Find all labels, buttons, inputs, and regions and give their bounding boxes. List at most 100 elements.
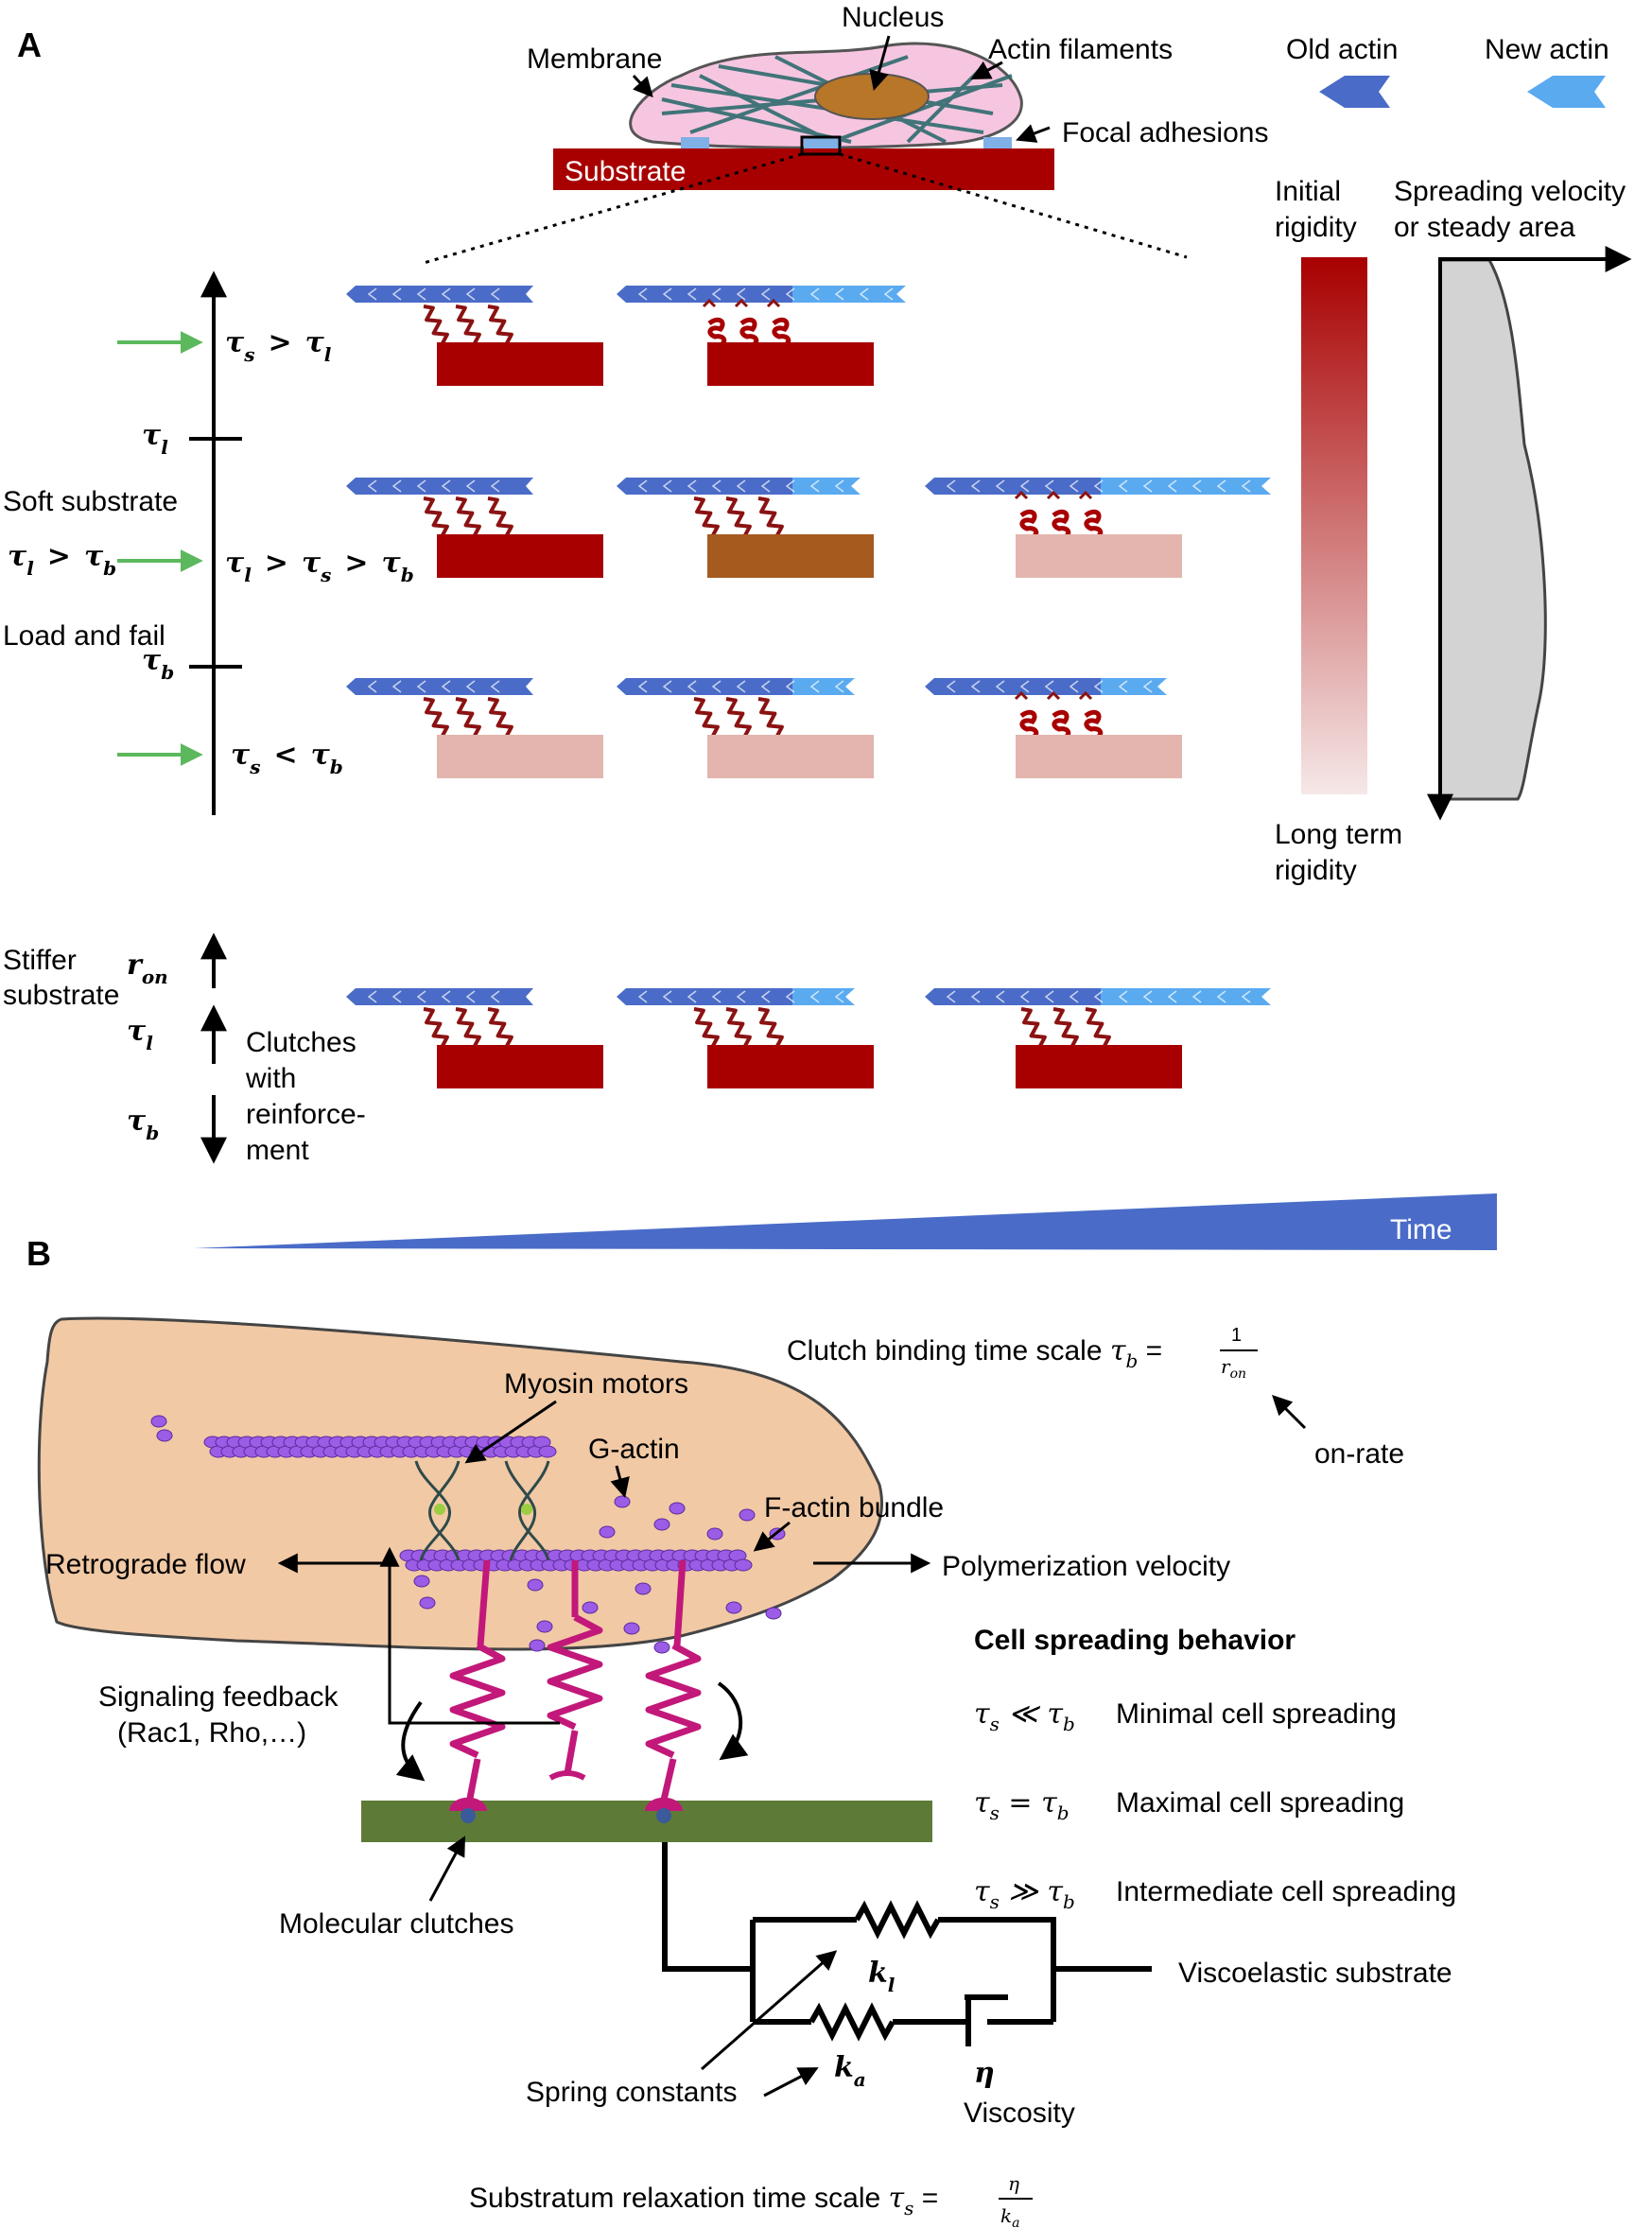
substrate-block <box>707 735 874 778</box>
clutch-spring-1 <box>449 1559 502 1823</box>
clutch-bond-head <box>1078 690 1093 701</box>
cell-schematic: Substrate Nucleus Membrane Actin filamen… <box>423 2 1268 265</box>
spreading-behavior-table: Cell spreading behavior τs ≪ τb Minimal c… <box>974 1625 1456 1913</box>
viscosity-label: Viscosity <box>964 2097 1075 2129</box>
f-actin-bundle-label: F-actin bundle <box>764 1492 944 1523</box>
clutch-bond-head <box>734 298 749 308</box>
membrane-pointer <box>632 74 653 98</box>
spring-constants-pointer-2 <box>763 2067 819 2097</box>
f-actin-bundle <box>203 1436 557 1458</box>
time-label: Time <box>1390 1214 1452 1245</box>
regime-ts-gt-tl: τs>τl <box>225 326 332 366</box>
focal-adhesions-pointer <box>1016 124 1051 143</box>
viscoelastic-substrate-label: Viscoelastic substrate <box>1178 1958 1452 1989</box>
tau-l-symbol: τl <box>127 1015 153 1054</box>
spreading-row-label: Intermediate cell spreading <box>1116 1876 1456 1907</box>
clutch-scene <box>617 988 874 1088</box>
old-actin-swatch <box>1319 76 1390 108</box>
new-actin-segment <box>792 678 855 695</box>
nucleus-pointer <box>869 35 891 92</box>
myosin-motor-1 <box>414 1460 461 1561</box>
tau-b-symbol: τb <box>127 1105 159 1144</box>
g-actin-label: G-actin <box>588 1434 680 1465</box>
clutch-scenes <box>346 286 1271 1088</box>
myosin-motors-pointer <box>464 1400 557 1464</box>
spreading-behavior-title: Cell spreading behavior <box>974 1625 1296 1656</box>
clutch-bond-head <box>1014 690 1029 701</box>
focal-adhesion-mid <box>804 137 842 148</box>
substrate-block <box>437 1045 603 1088</box>
g-actin-dot <box>419 1596 436 1610</box>
clutches-line-2: with <box>245 1063 296 1094</box>
new-actin-segment <box>1101 678 1167 695</box>
clutch-scene <box>925 478 1271 578</box>
clutch-scene <box>617 478 874 578</box>
g-actin-dot <box>739 1508 756 1522</box>
spreading-row-condition: τs ≪ τb <box>974 1697 1075 1735</box>
actin-bundles <box>203 1436 753 1572</box>
g-actin-dot <box>529 1639 546 1652</box>
g-actin-dot <box>413 1575 430 1588</box>
panel-b-label: B <box>26 1234 51 1273</box>
clutches-line-4: ment <box>246 1135 309 1166</box>
old-actin-segment <box>346 678 526 695</box>
focal-adhesion-left <box>681 137 709 148</box>
tau-b-mark: τb <box>142 644 174 684</box>
zoom-box <box>800 135 842 156</box>
g-actin-dot <box>156 1429 173 1442</box>
g-actin-dot <box>614 1495 631 1508</box>
spreading-curve-area <box>1438 258 1547 801</box>
clutch-scene <box>617 678 874 778</box>
time-wedge-shape <box>194 1193 1497 1250</box>
clutch-binding-equation: Clutch binding time scale τb = 1 ron <box>787 1325 1258 1382</box>
substrate-block <box>437 534 603 578</box>
load-and-fail-label: Load and fail <box>3 620 165 652</box>
k-l-symbol: kl <box>868 1957 896 1996</box>
focal-adhesions-label: Focal adhesions <box>1062 117 1268 148</box>
old-actin-label: Old actin <box>1286 34 1398 65</box>
substrate-block <box>1016 735 1182 778</box>
clutch-scene <box>617 286 906 386</box>
clutches-line-1: Clutches <box>246 1027 356 1058</box>
long-term-rigidity-label-1: Long term <box>1275 819 1402 850</box>
old-actin-segment <box>346 988 526 1005</box>
signaling-feedback-label-2: (Rac1, Rho,…) <box>117 1717 306 1749</box>
old-actin-segment <box>617 286 792 303</box>
zoom-line-right <box>839 152 1188 259</box>
soft-substrate-label: Soft substrate <box>3 486 178 517</box>
long-term-rigidity-label-2: rigidity <box>1275 855 1357 886</box>
clutch-binding-den: ron <box>1221 1355 1246 1382</box>
old-actin-segment <box>925 478 1101 495</box>
old-actin-segment <box>617 678 792 695</box>
substrate-block <box>707 1045 874 1088</box>
old-actin-segment <box>925 678 1101 695</box>
signaling-feedback-loop <box>379 1546 749 1782</box>
new-actin-segment <box>792 286 906 303</box>
g-actin-dot <box>536 1620 553 1633</box>
stiffer-label-2: substrate <box>3 980 119 1011</box>
regime-middle: τl>τs>τb <box>225 547 414 586</box>
spreading-row-label: Minimal cell spreading <box>1116 1698 1397 1730</box>
g-actin-dot <box>725 1601 742 1614</box>
spring-constants-pointer-1 <box>701 1950 838 2071</box>
new-actin-segment <box>1101 988 1271 1005</box>
clutch-scene <box>346 678 603 778</box>
f-actin-bundle-pointer <box>753 1521 791 1552</box>
svg-text:Clutch binding time scale τb =: Clutch binding time scale τb = <box>787 1334 1162 1372</box>
rigidity-gradient-bar <box>1301 257 1367 794</box>
spreading-row-condition: τs = τb <box>974 1786 1069 1824</box>
g-actin-dot <box>582 1601 599 1614</box>
g-actin-pointer <box>610 1465 630 1499</box>
time-wedge: Time <box>194 1193 1497 1250</box>
g-actin-dot <box>527 1578 544 1592</box>
new-actin-swatch <box>1527 76 1606 108</box>
f-actin-bundle <box>399 1549 753 1572</box>
new-actin-label: New actin <box>1485 34 1609 65</box>
stiffer-label-1: Stiffer <box>3 945 77 976</box>
substrate-block <box>707 534 874 578</box>
new-actin-segment <box>792 478 861 495</box>
spreading-row-label: Maximal cell spreading <box>1116 1787 1404 1819</box>
polymerization-velocity-label: Polymerization velocity <box>942 1551 1230 1582</box>
actin-filaments-pointer <box>970 61 1003 79</box>
